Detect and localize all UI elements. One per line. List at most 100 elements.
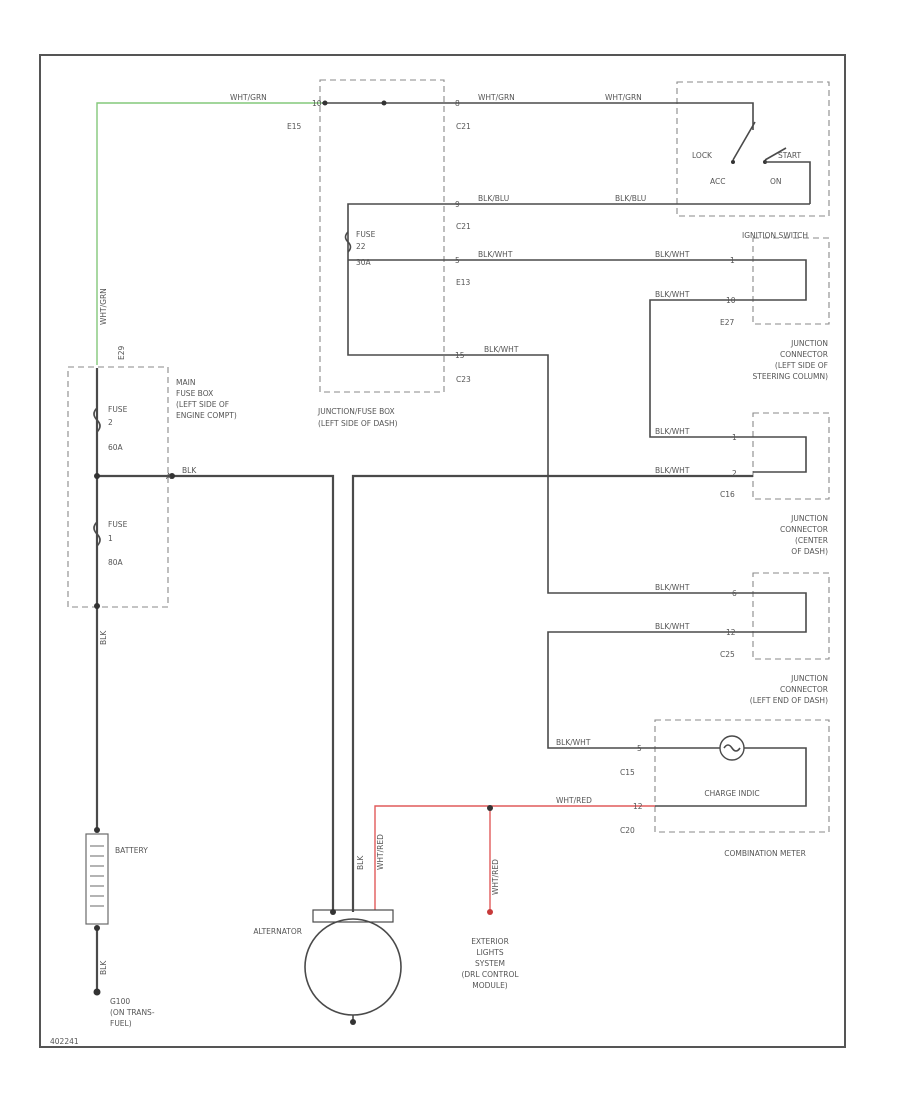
connector-c25: C25 <box>720 650 735 659</box>
battery-pos-terminal <box>94 827 100 833</box>
splice-main-fuse-bottom <box>94 603 100 609</box>
pin-c23: 15 <box>455 351 465 360</box>
pin-c25-b: 12 <box>726 628 736 637</box>
jc-center-l4: OF DASH) <box>791 547 828 556</box>
diagram-frame <box>39 54 846 1048</box>
splice-red <box>487 805 493 811</box>
jc-center-l3: (CENTER <box>795 536 828 545</box>
ground-l1: G100 <box>110 997 130 1006</box>
junction-connector-steering-box <box>752 237 830 325</box>
label-blk-wht-6: BLK/WHT <box>655 466 690 475</box>
label-blk-wht-3: BLK/WHT <box>655 290 690 299</box>
jfb-label-1: JUNCTION/FUSE BOX <box>317 407 395 416</box>
combination-meter-box <box>654 719 830 833</box>
wire-blk-blu <box>347 203 810 356</box>
label-blk-alt: BLK <box>356 855 365 870</box>
jc-left-end-l1: JUNCTION <box>790 674 828 683</box>
exterior-l2: LIGHTS <box>476 948 503 957</box>
label-blk-blu-2: BLK/BLU <box>615 194 646 203</box>
wire-blk-main <box>97 474 753 912</box>
label-blk-wht-7: BLK/WHT <box>655 583 690 592</box>
fuse-1-l2: 1 <box>108 534 113 543</box>
pin-c21a: 8 <box>455 99 460 108</box>
pin-c16-b: 2 <box>732 469 737 478</box>
fuse-2-l3: 60A <box>108 443 124 452</box>
splice-jfb-top <box>381 100 387 106</box>
splice-fuse-out <box>169 473 175 479</box>
diagram-code: 402241 <box>50 1037 79 1046</box>
battery-neg-terminal <box>94 925 100 931</box>
fuse-1-l3: 80A <box>108 558 124 567</box>
label-blk-bat-2: BLK <box>99 960 108 975</box>
fuse-22-line2: 22 <box>356 242 366 251</box>
label-blk-wht-4: BLK/WHT <box>484 345 519 354</box>
label-wht-grn-2: WHT/GRN <box>478 93 515 102</box>
label-blk-blu-1: BLK/BLU <box>478 194 509 203</box>
label-blk-wht-5: BLK/WHT <box>655 427 690 436</box>
connector-e13: E13 <box>456 278 471 287</box>
battery-label: BATTERY <box>115 846 148 855</box>
ignition-acc-label: ACC <box>710 177 725 186</box>
wire-wht-grn-top <box>322 102 754 130</box>
pin-c15: 5 <box>637 744 642 753</box>
pin-e15: 10 <box>312 99 322 108</box>
wire-wht-red-charge <box>374 805 655 910</box>
mfb-l2: FUSE BOX <box>176 389 213 398</box>
fuse-22-line3: 30A <box>356 258 372 267</box>
label-blk-wht-1: BLK/WHT <box>478 250 513 259</box>
alternator-symbol <box>304 918 402 1016</box>
label-wht-red-2: WHT/RED <box>376 834 385 870</box>
label-blk-bat-1: BLK <box>99 630 108 645</box>
fuse-1-l1: FUSE <box>108 520 128 529</box>
ignition-terminal-acc <box>731 160 735 164</box>
label-e29: E29 <box>117 345 126 360</box>
label-wht-red-3: WHT/RED <box>491 859 500 895</box>
jc-steering-l1: JUNCTION <box>790 339 828 348</box>
ground-l2: (ON TRANS- <box>110 1008 155 1017</box>
pin-e13: 5 <box>455 256 460 265</box>
label-wht-grn-1: WHT/GRN <box>230 93 267 102</box>
fuse-22-line1: FUSE <box>356 230 376 239</box>
label-wht-red-1: WHT/RED <box>556 796 592 805</box>
charge-indicator-lamp <box>719 735 745 761</box>
pin-mfb: A <box>166 472 172 481</box>
pin-ign-in: 1 <box>730 256 735 265</box>
pin-c16-a: 1 <box>732 433 737 442</box>
label-blk-wht-9: BLK/WHT <box>556 738 591 747</box>
label-wht-grn-vert: WHT/GRN <box>99 288 108 325</box>
fuse-2-l2: 2 <box>108 418 113 427</box>
ignition-switch-title: IGNITION SWITCH <box>742 231 808 240</box>
mfb-l3: (LEFT SIDE OF <box>176 400 229 409</box>
mfb-l1: MAIN <box>176 378 195 387</box>
exterior-l3: SYSTEM <box>475 959 505 968</box>
ignition-switch-box <box>676 81 830 217</box>
connector-c15: C15 <box>620 768 635 777</box>
combination-meter-label: COMBINATION METER <box>724 849 806 858</box>
label-blk-main: BLK <box>182 466 197 475</box>
battery-symbol <box>85 833 109 925</box>
wire-wht-grn-vertical <box>96 102 322 365</box>
jfb-label-2: (LEFT SIDE OF DASH) <box>318 419 398 428</box>
jc-steering-l4: STEERING COLUMN) <box>753 372 829 381</box>
splice-main-fuse-top <box>94 473 100 479</box>
junction-connector-center-box <box>752 412 830 500</box>
pin-c20: 12 <box>633 802 643 811</box>
wire-blk-wht-e13 <box>348 259 807 473</box>
battery-cells <box>90 845 104 907</box>
meter-internal-wire <box>655 747 807 807</box>
jc-steering-l3: (LEFT SIDE OF <box>775 361 828 370</box>
exterior-l5: MODULE) <box>472 981 508 990</box>
fuse-22-symbol <box>344 231 352 253</box>
connector-c21a: C21 <box>456 122 471 131</box>
exterior-l1: EXTERIOR <box>471 937 509 946</box>
pin-e27-a: 10 <box>726 296 736 305</box>
fuse-2-l1: FUSE <box>108 405 128 414</box>
ignition-lock-label: LOCK <box>692 151 713 160</box>
alternator-terminal-block <box>312 909 394 923</box>
alternator-terminal-b <box>330 909 336 915</box>
charge-indicator-label: CHARGE INDIC <box>704 789 759 798</box>
pin-c21b: 9 <box>455 200 460 209</box>
exterior-terminal <box>487 909 493 915</box>
jc-steering-l2: CONNECTOR <box>780 350 828 359</box>
mfb-l4: ENGINE COMPT) <box>176 411 237 420</box>
